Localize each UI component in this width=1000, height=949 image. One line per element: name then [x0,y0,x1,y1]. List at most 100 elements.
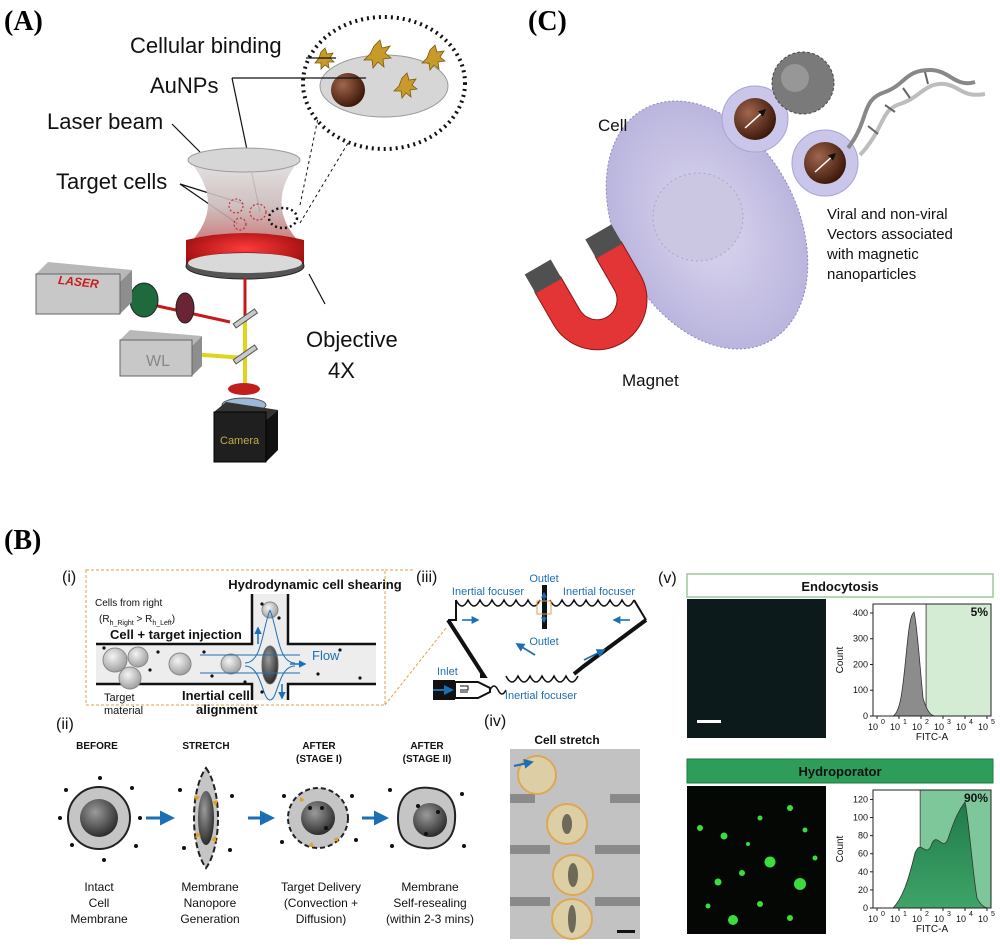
bottom-flow-arrow-right [583,649,606,661]
gate-percentage: 90% [964,791,988,805]
x-tick-label: 10 [912,722,922,732]
nanopore-markers [194,795,338,847]
x-tick-label: 10 [934,914,944,924]
caption-3-line-3: Diffusion) [296,912,346,926]
plot-frame [872,789,992,909]
wl-box: WL [119,330,202,377]
alignment-label-1: Inertial cell [182,688,250,703]
right-channel [572,618,648,676]
focuser-left-label: Inertial focuser [452,586,524,598]
left-channel [446,618,488,678]
endocytosis-image [687,599,826,738]
camera-box-label: Camera [220,435,260,447]
cell-label: Cell [598,116,627,135]
laser-box-label: LASER [57,273,99,291]
gate-percentage: 5% [971,605,989,619]
x-tick-label: 10 [890,722,900,732]
target-particles [102,602,362,694]
cell-single-1 [168,652,192,676]
beaker-top [187,147,301,173]
x-tick-exponent: 4 [969,911,973,918]
x-axis-label: FITC-A [916,732,949,743]
hydroporator-image [687,786,826,934]
shearing-label: Hydrodynamic cell shearing [228,577,401,592]
y-tick-label: 20 [858,885,868,895]
laser-beam-label: Laser beam [47,109,163,134]
panel-b-ii: BEFORE STRETCH AFTER (STAGE I) AFTER (ST… [58,741,474,926]
caption-2-line-1: Membrane [181,880,239,894]
y-tick-label: 80 [858,831,868,841]
channel-walls [96,594,376,700]
objective-lens [188,253,302,273]
focuser-right-wave [549,598,635,607]
vector-arrow-1 [744,108,767,129]
focuser-right-label: Inertial focuser [563,586,635,598]
y-tick-label: 100 [853,685,868,695]
panel-b-v: Endocytosis Hydroporator 0100200300400Co… [686,573,995,935]
outlet-bottom-label: Outlet [529,636,558,648]
camera-box: Camera [213,402,278,463]
y-tick-label: 60 [858,849,868,859]
zoom-line-1 [299,117,319,206]
focuser-bottom-wave [505,674,579,683]
vectors-line-1: Viral and non-viral [827,206,948,223]
vectors-line-2: Vectors associated [827,226,953,243]
hydroporator-header [686,758,994,784]
cell-stretch-nucleus [198,791,214,845]
caption-2-line-3: Generation [180,912,239,926]
inlet-label: Inlet [437,666,458,678]
y-tick-label: 0 [863,711,868,721]
cell-cluster-3 [127,646,149,668]
caption-4-line-1: Membrane [401,880,459,894]
y-tick-label: 200 [853,659,868,669]
y-axis-label: Count [835,646,846,673]
caption-4-line-3: (within 2-3 mins) [386,912,474,926]
x-tick-exponent: 4 [969,719,973,726]
x-tick-label: 10 [978,722,988,732]
dna-helix [846,67,986,157]
cell-before-nucleus [80,799,118,837]
micro-cell-3-core [568,863,578,887]
endocytosis-label: Endocytosis [801,579,878,594]
panel-b-iii: Outlet Outlet Inertial focuser Inertial … [433,573,648,702]
x-tick-label: 10 [890,914,900,924]
flow-lines [200,609,300,701]
x-tick-exponent: 3 [947,719,951,726]
x-tick-exponent: 5 [991,911,995,918]
stage-after2-label-a: AFTER [410,741,444,752]
x-tick-exponent: 2 [925,911,929,918]
panel-c: (C) Cell Magnet Viral and non-viral [524,6,986,390]
bottom-flow-arrow-left [515,643,536,656]
panel-b-label: (B) [4,525,41,556]
x-tick-label: 10 [956,914,966,924]
cell-single-2 [220,653,242,675]
laser-box: LASER [35,262,132,315]
y-tick-label: 40 [858,867,868,877]
caption-4-line-2: Self-resealing [393,896,466,910]
endocytosis-header [686,573,994,598]
cellular-binding-label: Cellular binding [130,33,282,58]
plot-frame [872,603,992,717]
aunp-star-2 [421,44,446,71]
focuser-left-wave [455,598,541,607]
caption-1-line-2: Cell [89,896,110,910]
vector-arrow-2 [814,152,837,173]
micrograph-flow-arrow [513,758,534,769]
target-cells-label: Target cells [56,169,167,194]
y-tick-label: 100 [853,813,868,823]
stage-after2-label-b: (STAGE II) [403,754,452,765]
mirror-2 [232,344,259,365]
x-tick-exponent: 5 [991,719,995,726]
focuser-bottom-label: Inertial focuser [505,690,577,702]
panel-b-i: Hydrodynamic cell shearing Cells from ri… [85,569,447,717]
x-tick-exponent: 0 [881,911,885,918]
stage-after1-label-b: (STAGE I) [296,754,342,765]
objective-pointer [308,273,326,305]
flow-label: Flow [312,648,340,663]
cells-from-right-label: Cells from right [95,598,162,609]
panel-a-label: (A) [4,6,43,37]
zoom-connector-bottom [384,627,447,706]
stage-before-label: BEFORE [76,741,118,752]
cell-stretch-title: Cell stretch [534,733,599,747]
